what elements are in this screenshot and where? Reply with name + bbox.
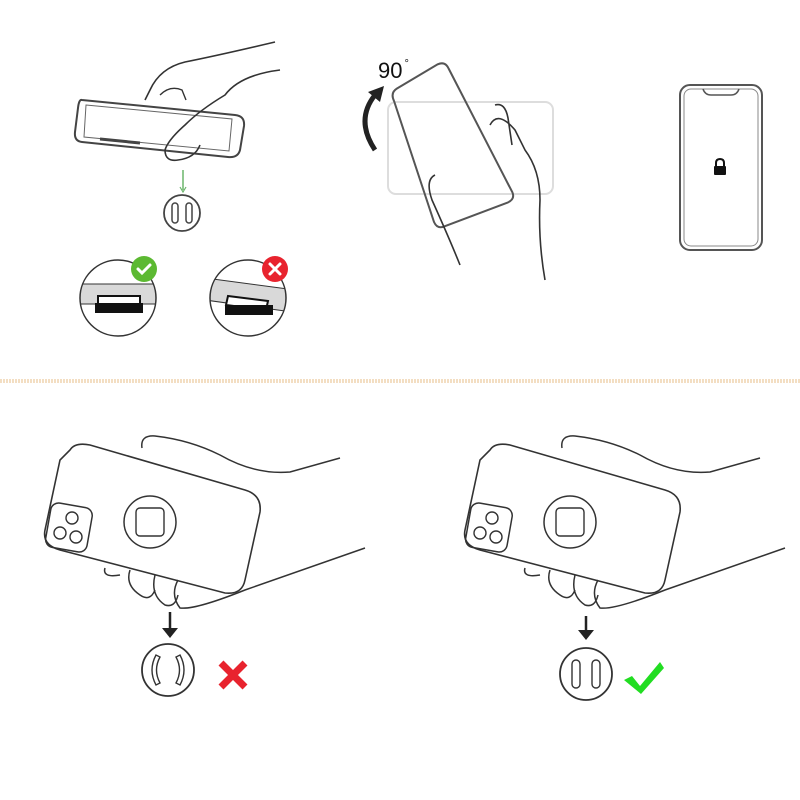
step2-rotate-phone: 90° [340,40,580,290]
x-mark-icon [217,659,249,691]
x-circle-icon [262,256,288,282]
section-divider [0,379,800,383]
check-circle-icon [131,256,157,282]
incorrect-orientation-panel [30,430,370,730]
step1-press-phone-onto-mount [0,0,330,360]
rotation-unit: ° [404,58,409,70]
check-mark-icon [622,658,666,694]
hand-holding-phone-back-illustration [43,435,366,697]
correct-seating-detail [79,259,157,337]
hand-pressing-phone-illustration [73,41,281,232]
rotation-value: 90 [378,58,403,83]
lock-icon [712,157,728,176]
hand-holding-phone-back-illustration [463,435,786,701]
step3-locked-phone [675,80,770,255]
hand-rotating-phone-illustration [362,62,554,281]
rotation-label: 90° [378,58,409,84]
correct-orientation-panel [450,430,790,730]
incorrect-seating-detail [209,259,287,337]
